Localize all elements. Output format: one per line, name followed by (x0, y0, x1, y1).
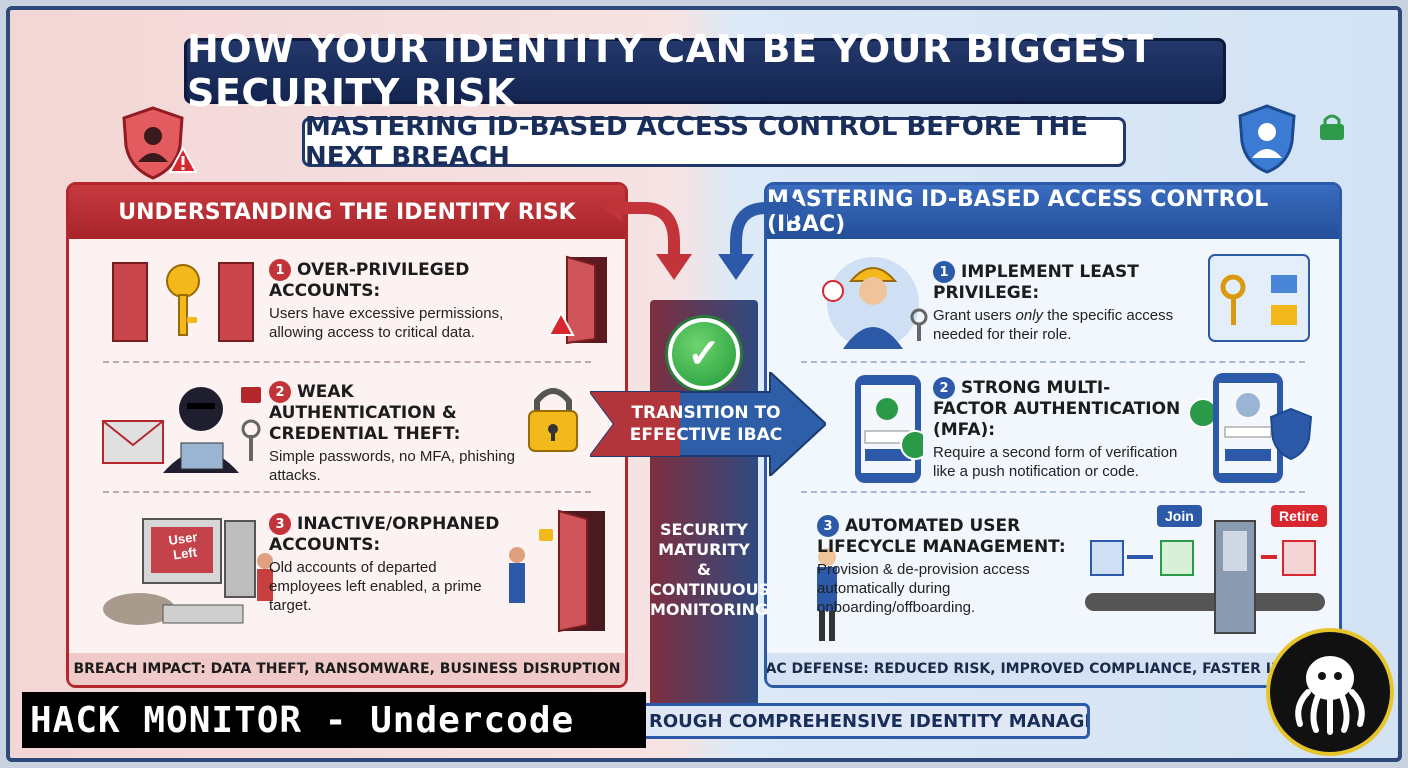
risk-desc-3: Old accounts of departed employees left … (269, 559, 482, 614)
risk-title-3: INACTIVE/ORPHANED ACCOUNTS: (269, 514, 500, 555)
ibac-desc-1: Grant users only the specific access nee… (933, 307, 1174, 343)
octopus-logo (1266, 628, 1394, 756)
page-title: HOW YOUR IDENTITY CAN BE YOUR BIGGEST SE… (184, 27, 1226, 115)
divider (801, 491, 1305, 493)
step-number: 1 (933, 261, 955, 283)
blue-curved-arrow-icon (718, 194, 806, 280)
person-tablet-icon (817, 548, 837, 641)
ibac-desc-3: Provision & de-provision access automati… (817, 561, 1030, 616)
transition-label: TRANSITION TO EFFECTIVE IBAC (629, 403, 783, 445)
divider (103, 361, 591, 363)
retire-label: Retire (1271, 505, 1327, 527)
join-label: Join (1157, 505, 1202, 527)
ibac-defense-footer: IBAC DEFENSE: REDUCED RISK, IMPROVED COM… (767, 653, 1339, 685)
octopus-icon (1295, 656, 1365, 735)
padlock-icon (528, 388, 578, 452)
ibac-title-1: IMPLEMENT LEAST PRIVILEGE: (933, 262, 1139, 303)
red-curved-arrow-icon (604, 194, 692, 280)
risk-title-1: OVER-PRIVILEGED ACCOUNTS: (269, 260, 470, 301)
keys-folders-icon (1208, 254, 1310, 342)
warning-icon (168, 146, 198, 173)
step-number: 2 (933, 377, 955, 399)
ibac-heading: MASTERING ID-BASED ACCESS CONTROL (IBAC) (767, 185, 1339, 239)
step-number: 3 (269, 513, 291, 535)
step-number: 1 (269, 259, 291, 281)
checkmark-icon: ✓ (668, 318, 740, 390)
ibac-title-3: AUTOMATED USER LIFECYCLE MANAGEMENT: (817, 516, 1066, 557)
door-key-icon (112, 262, 254, 342)
conveyor-icon (1085, 520, 1325, 634)
phone-icon (855, 375, 923, 483)
page-subtitle: MASTERING ID-BASED ACCESS CONTROL BEFORE… (302, 112, 1126, 172)
user-shield-icon (1238, 104, 1296, 174)
open-door-icon (547, 255, 607, 345)
hacker-icon (102, 387, 261, 473)
breach-impact-footer: BREACH IMPACT: DATA THEFT, RANSOMWARE, B… (69, 653, 625, 685)
ibac-title-2: STRONG MULTI-FACTOR AUTHENTICATION (MFA)… (933, 378, 1181, 440)
bottom-banner: ROUGH COMPREHENSIVE IDENTITY MANAGEMENT (600, 703, 1090, 739)
identity-risk-heading: UNDERSTANDING THE IDENTITY RISK (69, 185, 625, 239)
step-number: 2 (269, 381, 291, 403)
divider (103, 491, 591, 493)
risk-desc-2: Simple passwords, no MFA, phishing attac… (269, 448, 515, 484)
ibac-desc-2: Require a second form of verification li… (933, 444, 1178, 480)
risk-title-2: WEAK AUTHENTICATION & CREDENTIAL THEFT: (269, 382, 461, 444)
divider (801, 361, 1305, 363)
maturity-label: SECURITY MATURITY & CONTINUOUS MONITORIN… (650, 520, 771, 619)
worker-key-icon (822, 257, 928, 349)
abandoned-computer-icon (103, 518, 273, 625)
exit-door-icon (509, 509, 605, 633)
watermark-banner: HACK MONITOR - Undercode (22, 692, 646, 748)
risk-desc-1: Users have excessive permissions, allowi… (269, 305, 504, 341)
ibac-panel: MASTERING ID-BASED ACCESS CONTROL (IBAC)… (764, 182, 1342, 688)
shield-user-icon (122, 106, 184, 180)
step-number: 3 (817, 515, 839, 537)
transition-arrow-icon (590, 372, 826, 476)
mfa-phone-icon (1188, 373, 1313, 483)
lock-icon (1320, 114, 1344, 140)
